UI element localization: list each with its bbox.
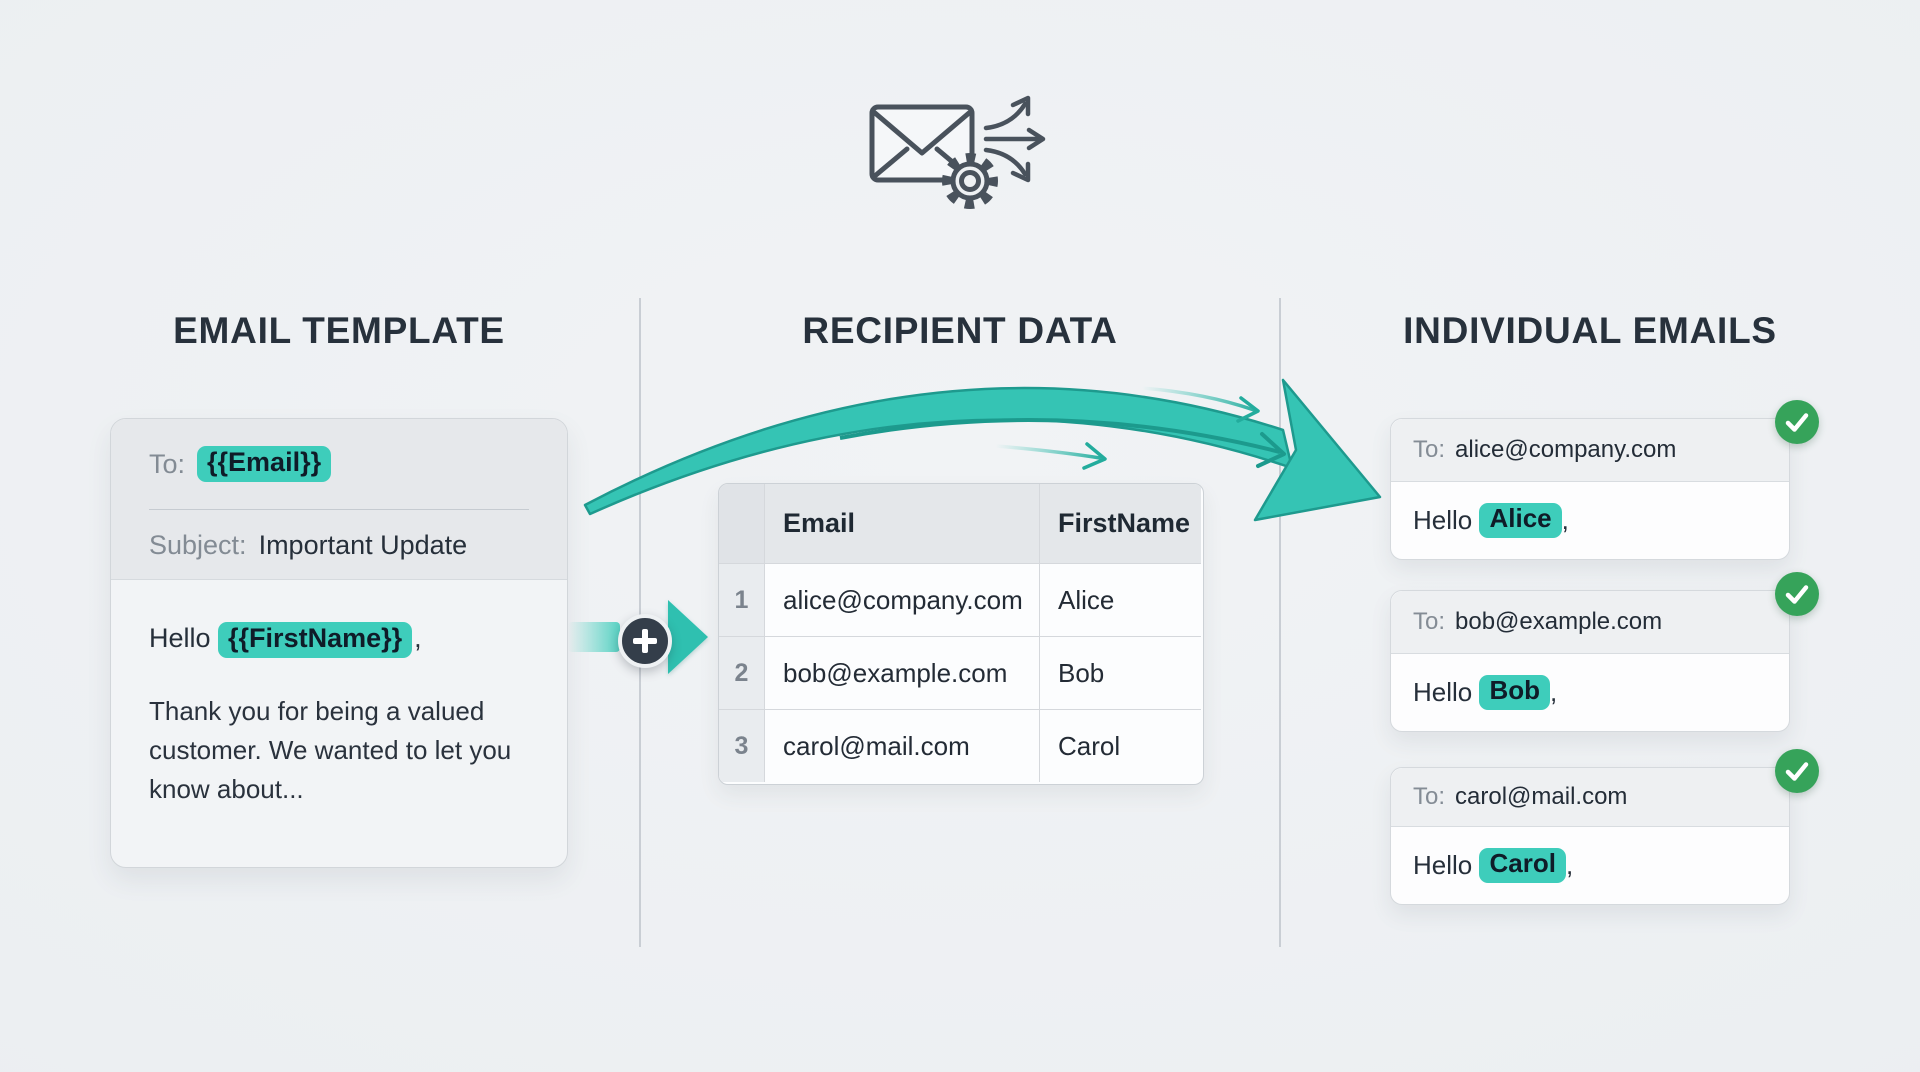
check-icon (1785, 762, 1809, 781)
gear-icon (942, 153, 998, 209)
check-icon (1785, 585, 1809, 604)
column-divider-right (1279, 298, 1281, 947)
envelope-icon (869, 104, 975, 183)
to-label: To: (1413, 436, 1446, 463)
table-cell-email: bob@example.com (765, 637, 1040, 710)
template-to-row: To: {{Email}} (149, 419, 529, 509)
table-corner-cell (719, 484, 765, 564)
merged-name-chip: Alice (1479, 503, 1562, 538)
template-card-body: Hello {{FirstName}}, Thank you for being… (111, 580, 567, 809)
table-cell-firstname: Bob (1040, 637, 1201, 710)
to-address: bob@example.com (1455, 608, 1663, 635)
to-address: alice@company.com (1455, 436, 1677, 463)
subject-value: Important Update (258, 529, 468, 560)
table-cell-email: carol@mail.com (765, 710, 1040, 782)
greeting-prefix: Hello (1413, 677, 1473, 707)
individual-email-card-alice: To: alice@company.com Hello Alice, (1390, 400, 1819, 560)
email-variable-chip: {{Email}} (197, 445, 332, 483)
table-cell-firstname: Alice (1040, 564, 1201, 637)
merge-motion-trail (568, 622, 620, 652)
success-check-badge (1775, 400, 1819, 444)
greeting-suffix: , (1561, 505, 1569, 535)
row-number: 1 (719, 564, 765, 637)
email-card-body: Hello Bob, (1391, 654, 1789, 731)
heading-individual-emails: INDIVIDUAL EMAILS (1403, 310, 1777, 351)
email-card-body: Hello Carol, (1391, 827, 1789, 904)
to-address: carol@mail.com (1455, 783, 1628, 810)
greeting-suffix: , (1550, 677, 1558, 707)
row-number: 2 (719, 637, 765, 710)
inner-flow-line (839, 418, 1281, 454)
header-separator (149, 509, 529, 510)
send-arrows-icon (983, 95, 1046, 183)
merged-name-chip: Carol (1479, 848, 1566, 883)
motion-arrow-lower (994, 442, 1107, 470)
greeting-suffix: , (414, 623, 422, 653)
email-card-header: To: bob@example.com (1391, 591, 1789, 654)
to-label: To: (1413, 783, 1446, 810)
greeting-suffix: , (1565, 850, 1574, 880)
email-card-header: To: carol@mail.com (1391, 768, 1789, 827)
template-card-header: To: {{Email}} Subject: Important Update (111, 419, 567, 580)
success-check-badge (1775, 572, 1819, 616)
email-card-header: To: alice@company.com (1391, 419, 1789, 482)
email-template-card: To: {{Email}} Subject: Important Update … (110, 418, 568, 868)
individual-email-card-bob: To: bob@example.com Hello Bob, (1390, 572, 1819, 732)
email-card-body: Hello Alice, (1391, 482, 1789, 559)
template-body-paragraph: Thank you for being a valued customer. W… (149, 696, 512, 805)
row-number: 3 (719, 710, 765, 782)
check-icon (1785, 413, 1809, 432)
big-arrowhead (1253, 378, 1382, 522)
to-label: To: (1413, 608, 1446, 635)
table-header-email: Email (765, 484, 1040, 564)
table-cell-email: alice@company.com (765, 564, 1040, 637)
template-subject-row: Subject: Important Update (149, 510, 529, 580)
table-header-firstname: FirstName (1040, 484, 1201, 564)
firstname-variable-chip: {{FirstName}} (218, 622, 413, 659)
greeting-prefix: Hello (149, 623, 211, 653)
plus-icon (618, 614, 672, 668)
success-check-badge (1775, 749, 1819, 793)
merged-name-chip: Bob (1479, 675, 1551, 710)
individual-email-card-carol: To: carol@mail.com Hello Carol, (1390, 749, 1819, 905)
subject-label: Subject: (149, 529, 247, 560)
heading-recipient-data: RECIPIENT DATA (802, 310, 1118, 351)
table-cell-firstname: Carol (1040, 710, 1201, 782)
hero-icon (869, 95, 1046, 209)
template-greeting-line: Hello {{FirstName}}, (149, 622, 529, 659)
motion-arrow-upper (1140, 386, 1260, 423)
to-label: To: (149, 448, 186, 479)
recipient-table: Email FirstName 1 alice@company.com Alic… (718, 483, 1204, 785)
heading-email-template: EMAIL TEMPLATE (173, 310, 505, 351)
greeting-prefix: Hello (1413, 505, 1473, 535)
merge-arrowhead-icon (668, 600, 708, 674)
greeting-prefix: Hello (1413, 850, 1473, 880)
